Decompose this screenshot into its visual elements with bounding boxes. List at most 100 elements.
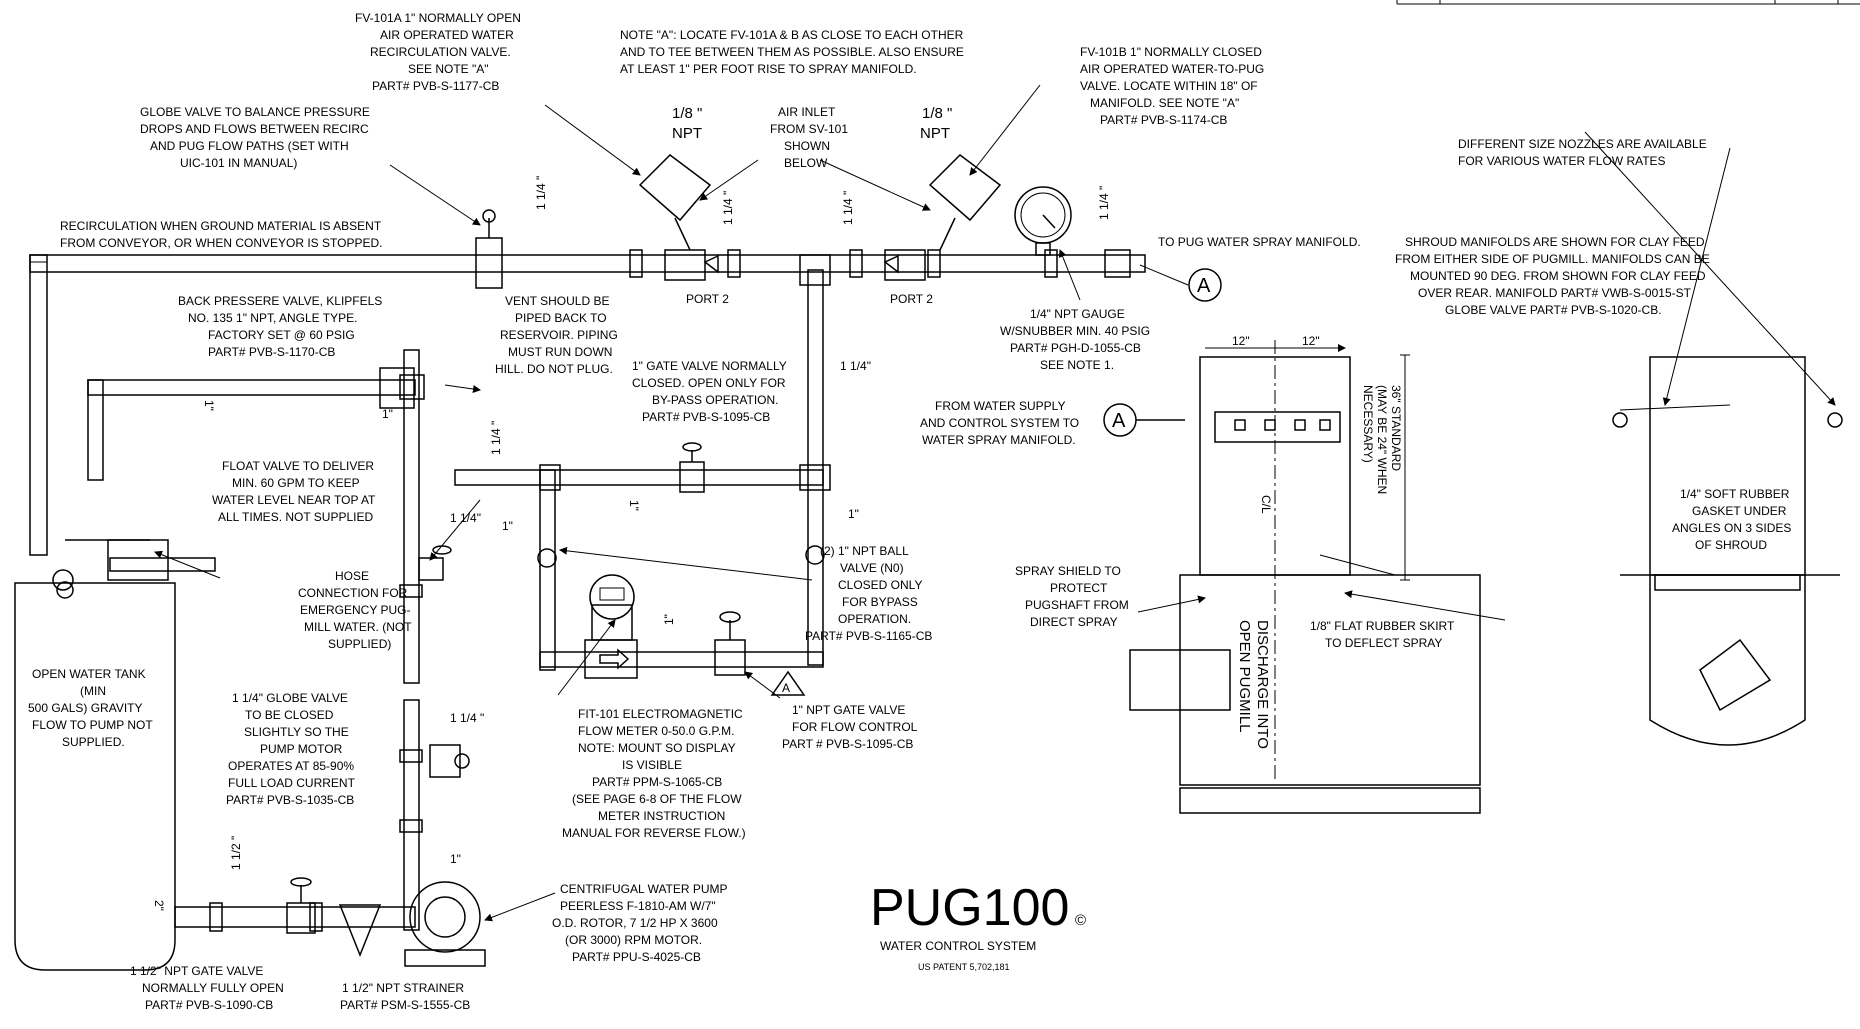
svg-text:DIRECT SPRAY: DIRECT SPRAY [1030,615,1118,629]
svg-text:1": 1" [202,400,216,411]
label-to-pug: TO PUG WATER SPRAY MANIFOLD. [1158,235,1361,249]
callout-shroud: SHROUD MANIFOLDS ARE SHOWN FOR CLAY FEED… [1395,235,1710,317]
drawing-title: PUG100 [870,879,1069,937]
svg-text:500 GALS) GRAVITY: 500 GALS) GRAVITY [28,701,143,715]
dimension-12-right: 12" [1302,334,1320,348]
svg-text:METER INSTRUCTION: METER INSTRUCTION [598,809,725,823]
svg-text:FLOW METER 0-50.0 G.P.M.: FLOW METER 0-50.0 G.P.M. [578,724,734,738]
svg-text:(MIN: (MIN [80,684,106,698]
callout-flow-meter: FIT-101 ELECTROMAGNETIC FLOW METER 0-50.… [562,707,746,840]
svg-text:A: A [1197,275,1211,297]
svg-text:OPERATION.: OPERATION. [838,612,911,626]
svg-text:VALVE (N0): VALVE (N0) [840,561,904,575]
svg-text:FV-101B 1" NORMALLY CLOSED: FV-101B 1" NORMALLY CLOSED [1080,45,1262,59]
svg-text:FLOAT VALVE TO DELIVER: FLOAT VALVE TO DELIVER [222,459,374,473]
callout-fv101b: FV-101B 1" NORMALLY CLOSED AIR OPERATED … [1080,45,1264,127]
ball-valves [537,545,825,568]
pressure-gauge [1014,186,1131,278]
label-discharge: DISCHARGE INTO OPEN PUGMILL [1236,620,1271,749]
float-valve [56,539,169,599]
svg-text:(SEE PAGE 6-8 OF THE FLOW: (SEE PAGE 6-8 OF THE FLOW [572,792,742,806]
title-block-fragment [1396,0,1860,5]
globe-valve-pump [429,744,470,778]
svg-text:PIPED BACK TO: PIPED BACK TO [515,311,607,325]
svg-text:1/4" SOFT RUBBER: 1/4" SOFT RUBBER [1680,487,1790,501]
svg-text:DISCHARGE INTO: DISCHARGE INTO [1254,620,1271,749]
callout-ball-valve: (2) 1" NPT BALL VALVE (N0) CLOSED ONLY F… [805,544,932,643]
svg-text:PART# PVB-S-1095-CB: PART# PVB-S-1095-CB [642,410,770,424]
svg-text:EMERGENCY PUG-: EMERGENCY PUG- [300,603,410,617]
dimension-12-left: 12" [1232,334,1250,348]
svg-text:HOSE: HOSE [335,569,369,583]
svg-text:HILL. DO NOT PLUG.: HILL. DO NOT PLUG. [495,362,613,376]
svg-text:BY-PASS OPERATION.: BY-PASS OPERATION. [652,393,778,407]
svg-text:OVER REAR. MANIFOLD PART# VWB: OVER REAR. MANIFOLD PART# VWB-S-0015-ST [1418,286,1692,300]
callout-from-supply: FROM WATER SUPPLY AND CONTROL SYSTEM TO … [920,399,1079,447]
svg-text:DIFFERENT SIZE NOZZLES ARE AVA: DIFFERENT SIZE NOZZLES ARE AVAILABLE [1458,137,1707,151]
svg-text:VALVE. LOCATE WITHIN 18" OF: VALVE. LOCATE WITHIN 18" OF [1080,79,1258,93]
svg-text:1 1/4 ": 1 1/4 " [534,176,548,210]
svg-text:PEERLESS F-1810-AM W/7": PEERLESS F-1810-AM W/7" [560,899,716,913]
callout-float-valve: FLOAT VALVE TO DELIVER MIN. 60 GPM TO KE… [212,459,376,524]
svg-text:CENTRIFUGAL WATER PUMP: CENTRIFUGAL WATER PUMP [560,882,728,896]
svg-text:UIC-101 IN MANUAL): UIC-101 IN MANUAL) [180,156,297,170]
callout-globe-motor: 1 1/4" GLOBE VALVE TO BE CLOSED SLIGHTLY… [226,691,356,807]
svg-text:PART# PVB-S-1165-CB: PART# PVB-S-1165-CB [805,629,932,643]
svg-text:W/SNUBBER MIN. 40 PSIG: W/SNUBBER MIN. 40 PSIG [1000,324,1150,338]
svg-text:RECIRCULATION WHEN GROUND MATE: RECIRCULATION WHEN GROUND MATERIAL IS AB… [60,219,382,233]
svg-text:FOR BYPASS: FOR BYPASS [842,595,918,609]
callout-gate-tank: 1 1/2" NPT GATE VALVE NORMALLY FULLY OPE… [130,964,284,1012]
marker-a-top: A [1139,264,1222,302]
svg-text:RESERVOIR. PIPING: RESERVOIR. PIPING [500,328,618,342]
marker-a-side: A [1103,403,1185,437]
svg-text:NOTE: MOUNT SO DISPLAY: NOTE: MOUNT SO DISPLAY [578,741,736,755]
svg-text:TO DEFLECT SPRAY: TO DEFLECT SPRAY [1325,636,1442,650]
svg-text:PART # PVB-S-1095-CB: PART # PVB-S-1095-CB [782,737,913,751]
svg-text:AT LEAST 1" PER FOOT RISE TO S: AT LEAST 1" PER FOOT RISE TO SPRAY MANIF… [620,62,917,76]
svg-text:1/8" FLAT RUBBER SKIRT: 1/8" FLAT RUBBER SKIRT [1310,619,1455,633]
svg-text:PART# PPU-S-4025-CB: PART# PPU-S-4025-CB [572,950,701,964]
water-tank [14,569,176,971]
svg-text:ALL TIMES. NOT SUPPLIED: ALL TIMES. NOT SUPPLIED [218,510,373,524]
vertical-riser [87,269,824,931]
svg-text:PART# PGH-D-1055-CB: PART# PGH-D-1055-CB [1010,341,1141,355]
svg-text:(MAY BE 24" WHEN: (MAY BE 24" WHEN [1375,385,1389,494]
svg-text:VENT SHOULD BE: VENT SHOULD BE [505,294,609,308]
note-a: NOTE "A": LOCATE FV-101A & B AS CLOSE TO… [620,28,964,76]
svg-text:SUPPLIED): SUPPLIED) [328,637,391,651]
label-port2-right: PORT 2 [890,292,933,306]
centrifugal-pump [404,881,486,967]
svg-text:NORMALLY FULLY OPEN: NORMALLY FULLY OPEN [142,981,284,995]
svg-text:1": 1" [848,507,859,521]
svg-text:1 1/4 ": 1 1/4 " [1097,186,1111,220]
svg-text:AIR OPERATED WATER: AIR OPERATED WATER [380,28,514,42]
svg-text:MOUNTED 90 DEG. FROM SHOWN FOR: MOUNTED 90 DEG. FROM SHOWN FOR CLAY FEED [1410,269,1706,283]
svg-text:1" GATE VALVE NORMALLY: 1" GATE VALVE NORMALLY [632,359,787,373]
callout-strainer: 1 1/2" NPT STRAINER PART# PSM-S-1555-CB [340,981,470,1012]
shroud-end-view [1612,356,1843,746]
svg-text:AND TO TEE BETWEEN THEM AS POS: AND TO TEE BETWEEN THEM AS POSSIBLE. ALS… [620,45,964,59]
svg-text:NO. 135 1" NPT, ANGLE TYPE.: NO. 135 1" NPT, ANGLE TYPE. [188,311,357,325]
svg-text:1 1/4" GLOBE VALVE: 1 1/4" GLOBE VALVE [232,691,348,705]
svg-text:O.D. ROTOR, 7 1/2 HP X 3600: O.D. ROTOR, 7 1/2 HP X 3600 [552,916,718,930]
pipe-fittings [209,249,1058,932]
svg-text:1 1/4 ": 1 1/4 " [721,191,735,225]
svg-text:FROM SV-101: FROM SV-101 [770,122,848,136]
callout-gate-bypass: 1" GATE VALVE NORMALLY CLOSED. OPEN ONLY… [632,359,787,424]
svg-text:AND PUG FLOW PATHS (SET WITH: AND PUG FLOW PATHS (SET WITH [150,139,349,153]
gate-valve-flow [714,611,746,676]
svg-text:GLOBE VALVE PART# PVB-S-1020-C: GLOBE VALVE PART# PVB-S-1020-CB. [1445,303,1662,317]
pipe-size-labels: 1 1/4 " 1 1/4 " 1 1/4 " 1 1/4 " 1 1/4 " … [152,176,1111,911]
svg-text:1/8 ": 1/8 " [672,105,702,122]
svg-text:MANUAL FOR REVERSE FLOW.): MANUAL FOR REVERSE FLOW.) [562,826,746,840]
callout-gate-flow: 1" NPT GATE VALVE FOR FLOW CONTROL PART … [782,703,918,751]
leader-lines [154,84,1836,922]
svg-text:2": 2" [152,900,166,911]
svg-text:NECESSARY): NECESSARY) [1361,385,1375,463]
globe-valve-recirc [475,209,503,289]
svg-text:SEE NOTE "A": SEE NOTE "A" [408,62,489,76]
svg-text:MANIFOLD. SEE NOTE "A": MANIFOLD. SEE NOTE "A" [1090,96,1239,110]
svg-text:FULL LOAD CURRENT: FULL LOAD CURRENT [228,776,356,790]
svg-text:DROPS AND FLOWS BETWEEN RECIRC: DROPS AND FLOWS BETWEEN RECIRC [140,122,369,136]
